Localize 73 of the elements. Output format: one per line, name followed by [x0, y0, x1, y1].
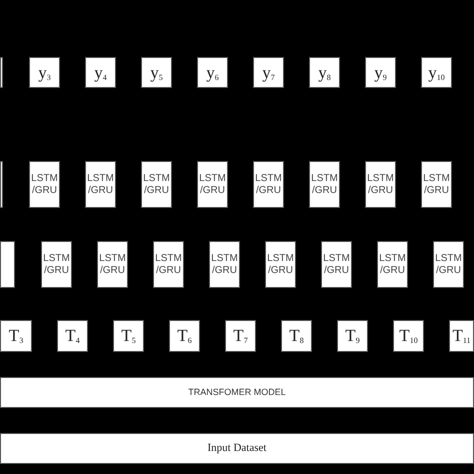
lstm-cell-box — [421, 161, 452, 208]
cell-label: LSTM /GRU — [210, 252, 239, 276]
lstm-cell-box — [197, 161, 228, 208]
cell-label: LSTM /GRU — [198, 172, 227, 196]
input-token-box — [57, 320, 88, 352]
lstm-cell-box — [321, 241, 352, 288]
dataset-band — [0, 433, 474, 464]
token-label: T$_{4}$ — [65, 325, 80, 348]
lstm-cell-box — [141, 161, 172, 208]
input-token-box — [113, 320, 144, 352]
lstm-cell-box — [0, 161, 3, 208]
cell-label: LSTM /GRU — [434, 252, 463, 276]
input-token-box — [225, 320, 256, 352]
input-token-box — [393, 320, 424, 352]
lstm-cell-box — [377, 241, 408, 288]
token-label: T$_{3}$ — [8, 325, 24, 348]
output-label: y$_{10}$ — [428, 62, 445, 84]
input-token-box — [0, 320, 32, 352]
output-label: y$_{5}$ — [150, 62, 163, 84]
output-label: y$_{6}$ — [206, 62, 219, 84]
model-band — [0, 377, 474, 408]
lstm-cell-box — [97, 241, 128, 288]
cell-label: LSTM /GRU — [266, 252, 295, 276]
output-box — [197, 57, 228, 88]
token-label: T$_{9}$ — [345, 325, 360, 348]
lstm-cell-box — [29, 161, 60, 208]
cell-label: LSTM /GRU — [154, 252, 183, 276]
output-box — [85, 57, 116, 88]
input-token-box — [337, 320, 368, 352]
output-label: y$_{9}$ — [374, 62, 387, 84]
output-box — [141, 57, 172, 88]
lstm-cell-box — [433, 241, 464, 288]
band-label: Input Dataset — [208, 441, 266, 456]
lstm-cell-box — [85, 161, 116, 208]
output-label: y$_{3}$ — [38, 62, 51, 84]
lstm-cell-box — [309, 161, 340, 208]
token-label: T$_{11}$ — [452, 325, 471, 348]
output-label: y$_{7}$ — [262, 62, 275, 84]
cell-label: LSTM /GRU — [86, 172, 115, 196]
token-label: T$_{8}$ — [289, 325, 304, 348]
cell-label: LSTM /GRU — [322, 252, 351, 276]
lstm-cell-box — [253, 161, 284, 208]
cell-label: LSTM /GRU — [378, 252, 407, 276]
cell-label: LSTM /GRU — [30, 172, 59, 196]
input-token-box — [449, 320, 474, 352]
lstm-cell-box — [153, 241, 184, 288]
cell-label: LSTM /GRU — [142, 172, 171, 196]
output-box — [253, 57, 284, 88]
token-label: T$_{10}$ — [399, 325, 418, 348]
output-box — [0, 57, 3, 88]
input-token-box — [281, 320, 312, 352]
output-box — [309, 57, 340, 88]
output-box — [421, 57, 452, 88]
cell-label: LSTM /GRU — [42, 252, 71, 276]
output-box — [365, 57, 396, 88]
lstm-cell-box — [41, 241, 72, 288]
cell-label: LSTM /GRU — [98, 252, 127, 276]
token-label: T$_{6}$ — [177, 325, 192, 348]
input-token-box — [169, 320, 200, 352]
output-label: y$_{8}$ — [318, 62, 331, 84]
token-label: T$_{5}$ — [121, 325, 136, 348]
token-label: T$_{7}$ — [233, 325, 248, 348]
lstm-cell-box — [265, 241, 296, 288]
lstm-cell-box — [0, 241, 15, 288]
lstm-cell-box — [365, 161, 396, 208]
cell-label: LSTM /GRU — [254, 172, 283, 196]
output-label: y$_{4}$ — [94, 62, 107, 84]
cell-label: LSTM /GRU — [366, 172, 395, 196]
lstm-cell-box — [209, 241, 240, 288]
cell-label: LSTM /GRU — [422, 172, 451, 196]
band-label: TRANSFOMER MODEL — [188, 386, 286, 399]
output-box — [29, 57, 60, 88]
cell-label: LSTM /GRU — [310, 172, 339, 196]
